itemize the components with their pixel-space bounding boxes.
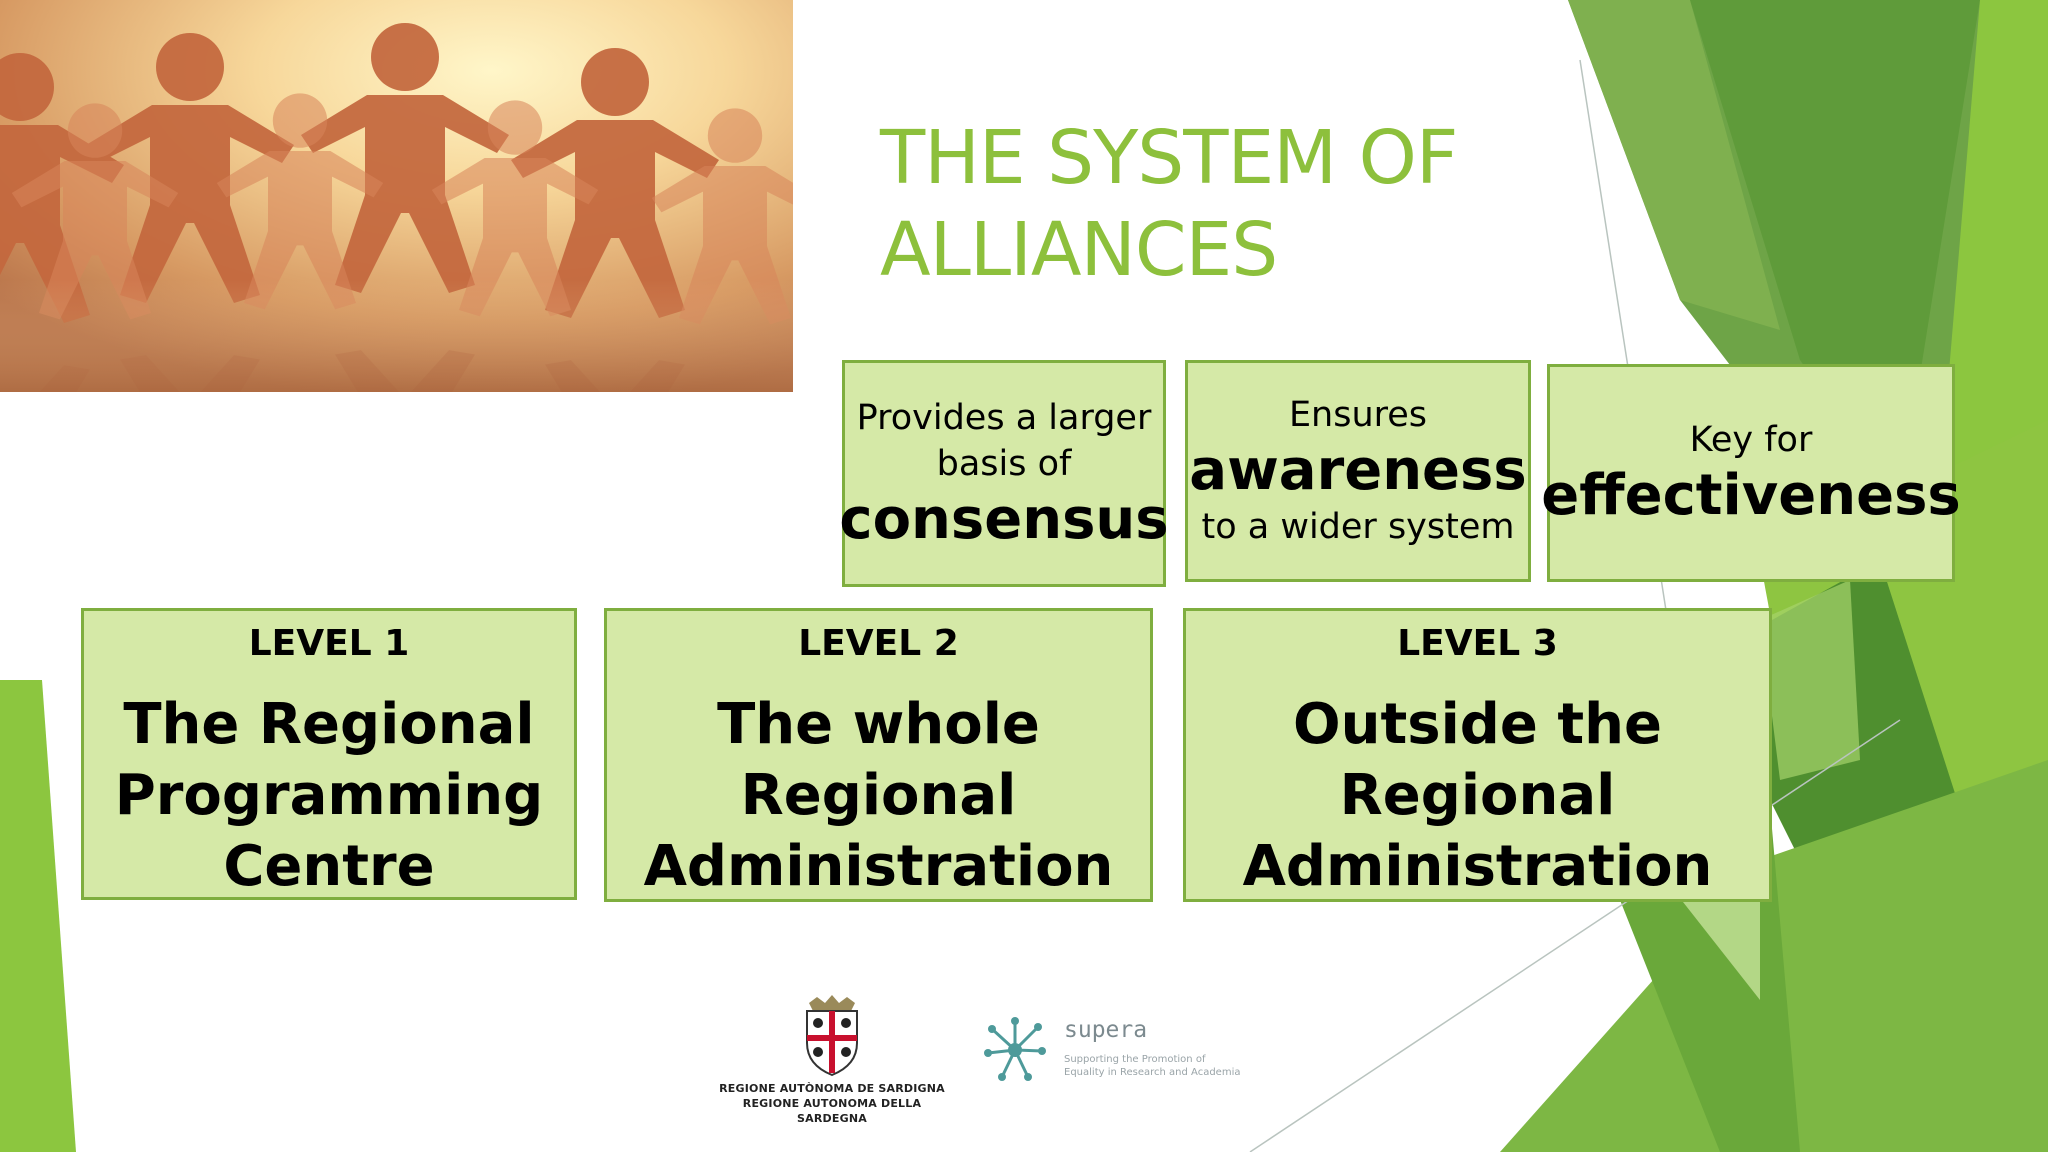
level-name-line: The Regional [123, 692, 535, 757]
supera-logo: supera Supporting the Promotion of Equal… [980, 1015, 1240, 1095]
region-name-line-1: REGIONE AUTÒNOMA DE SARDIGNA [719, 1082, 945, 1095]
region-name-line-2: REGIONE AUTONOMA DELLA SARDEGNA [742, 1097, 922, 1125]
title-line-2: ALLIANCES [880, 207, 1278, 293]
benefit-text-line-1: Provides a larger [856, 397, 1152, 438]
benefit-box-effectiveness: Key for effectiveness [1541, 364, 1961, 582]
benefit-emphasis: awareness [1189, 438, 1527, 503]
level-name: Outside the Regional Administration [1243, 689, 1713, 902]
level-name: The whole Regional Administration [644, 689, 1114, 902]
benefit-text-line-2: basis of [936, 443, 1072, 484]
level-name-line: Regional [740, 763, 1017, 828]
level-box-1: LEVEL 1 The Regional Programming Centre [81, 608, 577, 900]
level-name-line: Programming [114, 763, 544, 828]
level-label: LEVEL 1 [248, 623, 410, 664]
level-name-line: Centre [223, 834, 435, 899]
level-name-line: The whole [717, 692, 1040, 757]
level-name-line: Outside the [1293, 692, 1662, 757]
level-name-line: Administration [1242, 834, 1713, 899]
regione-sardegna-logo: REGIONE AUTÒNOMA DE SARDIGNA REGIONE AUT… [716, 995, 948, 1125]
supera-network-icon [984, 1017, 1046, 1081]
benefit-text-line-1: Ensures [1288, 395, 1428, 435]
paper-people-chain-image [0, 0, 793, 392]
level-box-2: LEVEL 2 The whole Regional Administratio… [604, 608, 1153, 902]
level-label: LEVEL 2 [798, 623, 959, 664]
benefit-emphasis: effectiveness [1541, 463, 1961, 528]
supera-name: supera [1064, 1017, 1148, 1043]
level-name: The Regional Programming Centre [115, 689, 543, 902]
title-line-1: THE SYSTEM OF [880, 115, 1458, 201]
level-label: LEVEL 3 [1397, 623, 1558, 664]
sardinia-crest-icon [806, 995, 858, 1077]
benefit-text-line-2: to a wider system [1201, 507, 1515, 547]
slide-title: THE SYSTEM OF ALLIANCES [880, 112, 1520, 296]
level-box-3: LEVEL 3 Outside the Regional Administrat… [1183, 608, 1772, 902]
benefit-emphasis: consensus [839, 486, 1169, 552]
benefit-text-line-1: Key for [1689, 420, 1813, 460]
benefit-box-awareness: Ensures awareness to a wider system [1185, 360, 1531, 582]
level-name-line: Regional [1339, 763, 1616, 828]
benefit-box-consensus: Provides a larger basis of consensus [839, 360, 1169, 587]
supera-tagline: Supporting the Promotion of Equality in … [1064, 1054, 1241, 1078]
level-name-line: Administration [643, 834, 1114, 899]
